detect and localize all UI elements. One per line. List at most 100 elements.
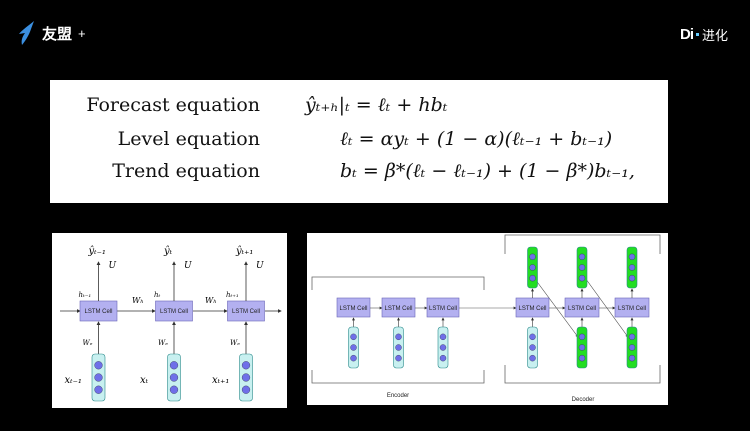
node-circle [578,253,586,261]
node-circle [439,344,447,351]
decoder-bracket-top [504,234,661,254]
lstm-cell: LSTM Cell [515,297,550,318]
node-circle [395,333,402,341]
vector-pod [167,353,181,402]
node-circle [439,354,447,362]
youmeng-logo: 友盟 + [16,20,86,46]
brand-plus: + [78,25,86,41]
node-circle [169,385,179,394]
lstm-cell-label: LSTM Cell [618,306,646,312]
brand-right-text: 进化 [701,28,728,43]
decoder-step: LSTM Cell [564,246,616,369]
encoder-label: Encoder [387,393,409,399]
node-circle [169,361,179,370]
vector-pod [527,326,538,369]
node-circle [578,344,586,351]
node-circle [169,373,179,382]
decoder-step: LSTM Cell [614,246,650,369]
di-evolution-logo: Di 进化 [680,25,728,44]
output-weight-label: U [109,261,117,271]
node-circle [94,385,103,394]
node-circle [628,274,636,282]
input-label: xₜ [140,375,149,386]
equation-label: Trend equation [112,160,260,182]
encoder-bracket-bottom [311,370,485,384]
lstm-cell: LSTM Cell [614,297,650,318]
di-logo-text: Di [679,26,694,43]
forecast-equation-row: Forecast equation ŷₜ₊ₕ|ₜ = ℓₜ + hbₜ [50,94,668,124]
output-label: ŷₜ₊₁ [235,246,253,257]
hidden-weight-label: Wₕ [132,296,144,305]
lstm-cell: LSTM Cell [564,297,600,318]
node-circle [241,361,251,370]
logo-dot-icon [695,33,699,36]
lstm-cell: LSTM Cell [381,297,416,318]
equations-panel: Forecast equation ŷₜ₊ₕ|ₜ = ℓₜ + hbₜ Leve… [50,80,668,203]
node-circle [241,373,251,382]
lstm-cell-label: LSTM Cell [232,309,260,315]
node-circle [350,344,357,351]
input-weight-label: Wₑ [83,339,93,347]
node-circle [529,253,536,261]
vector-pod [626,326,638,369]
vector-pod [527,246,538,289]
node-circle [628,333,636,341]
equation-label: Level equation [117,128,260,150]
vector-pod [437,326,449,369]
equation-label: Forecast equation [86,94,260,116]
lstm-cell: LSTM Cell [79,300,118,322]
node-circle [395,344,402,351]
feedback-arrow [582,274,629,338]
node-circle [529,333,536,341]
output-weight-label: U [256,261,264,271]
node-circle [439,333,447,341]
node-circle [241,385,251,394]
node-circle [94,361,103,370]
vector-pod [348,326,359,369]
decoder-step: LSTM Cell [515,246,566,369]
encoder-bracket-top [311,276,485,290]
lstm-cell: LSTM Cell [426,297,460,318]
node-circle [628,344,636,351]
hidden-weight-label: Wₕ [205,296,217,305]
equation-formula: bₜ = β*(ℓₜ − ℓₜ₋₁) + (1 − β*)bₜ₋₁, [340,160,635,182]
brand-name: 友盟 [42,25,73,43]
lstm-cell: LSTM Cell [227,300,265,322]
node-circle [628,264,636,271]
trend-equation-row: Trend equation bₜ = β*(ℓₜ − ℓₜ₋₁) + (1 −… [50,160,668,190]
input-weight-label: Wₑ [158,339,168,347]
lstm-cell-label: LSTM Cell [84,309,112,315]
level-equation-row: Level equation ℓₜ = αyₜ + (1 − α)(ℓₜ₋₁ +… [50,128,668,158]
vector-pod [576,246,588,289]
lstm-cell-label: LSTM Cell [429,306,457,312]
output-label: ŷₜ [163,246,173,257]
node-circle [628,354,636,362]
node-circle [578,354,586,362]
lstm-cell-label: LSTM Cell [518,306,546,312]
equation-formula: ℓₜ = αyₜ + (1 − α)(ℓₜ₋₁ + bₜ₋₁) [340,128,613,150]
hidden-state-label: hₜ₋₁ [79,291,92,299]
input-label: xₜ₊₁ [212,375,229,386]
hidden-state-label: hₜ [154,291,161,299]
vector-pod [239,353,253,402]
node-circle [350,354,357,362]
input-label: xₜ₋₁ [65,375,82,386]
vector-pod [91,353,106,402]
encoder-step: LSTM Cell [381,297,428,369]
lstm-cell-label: LSTM Cell [339,306,367,312]
vector-pod [393,326,404,369]
node-circle [529,264,536,271]
lstm-cell-label: LSTM Cell [384,306,412,312]
node-circle [529,344,536,351]
lstm-cell-label: LSTM Cell [568,306,596,312]
lstm-cell: LSTM Cell [155,300,193,322]
node-circle [529,274,536,282]
lstm-cell: LSTM Cell [336,297,371,318]
output-weight-label: U [184,261,192,271]
node-circle [395,354,402,362]
output-label: ŷₜ₋₁ [88,246,106,257]
bird-logo-icon [19,21,34,45]
